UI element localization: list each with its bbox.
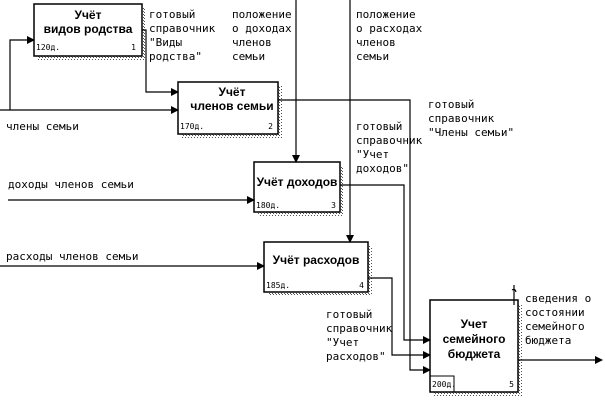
box-income[interactable]: Учёт доходов 180д. 3 [253, 161, 344, 216]
box-family-budget[interactable]: Учет семейного бюджета 200д. 5 [429, 299, 522, 396]
label-ref-expense: готовый справочник "Учет расходов" [326, 308, 393, 363]
arrow-ref-kinds[interactable] [142, 29, 179, 96]
label-line: справочник [428, 112, 495, 125]
label-line: семьи [356, 50, 389, 63]
box-family-members[interactable]: Учёт членов семьи 170д. 2 [177, 81, 282, 138]
label-line: бюджета [525, 334, 571, 347]
label-line: справочник [356, 134, 423, 147]
box-number: 1 [131, 43, 136, 52]
arrow-feedback-box1[interactable] [9, 36, 35, 110]
box-cost: 200д. [432, 380, 456, 389]
label-line: "Учет [356, 148, 389, 161]
label-line: "Учет [326, 336, 359, 349]
label-line: справочник [326, 322, 393, 335]
label-line: справочник [149, 22, 216, 35]
label-line: положение [232, 8, 292, 21]
label-line: сведения о [525, 292, 591, 305]
box-title-line: Учёт расходов [273, 253, 360, 267]
label-line: готовый [356, 120, 402, 133]
arrow-squiggle [511, 285, 517, 305]
box-kinds-of-kinship[interactable]: Учёт видов родства 120д. 1 [33, 3, 146, 60]
box-title-line: семейного [443, 332, 506, 346]
box-title-line: Учёт [219, 85, 246, 99]
label-line: доходов" [356, 162, 409, 175]
label-ref-income: готовый справочник "Учет доходов" [356, 120, 423, 175]
box-cost: 120д. [36, 43, 60, 52]
label-member-income: доходы членов семьи [8, 178, 134, 191]
label-line: о расходах [356, 22, 423, 35]
arrow-ref-expense[interactable] [368, 277, 431, 359]
box-title-line: членов семьи [190, 99, 273, 113]
label-member-expense: расходы членов семьи [6, 250, 138, 263]
label-line: семьи [232, 50, 265, 63]
box-expenses[interactable]: Учёт расходов 185д. 4 [263, 241, 372, 296]
label-line: состоянии [525, 306, 585, 319]
label-line: "Члены семьи" [428, 126, 514, 139]
box-title-line: видов родства [44, 22, 133, 36]
arrows [0, 0, 603, 374]
label-budget-info: сведения о состоянии семейного бюджета [525, 292, 591, 347]
label-line: готовый [428, 98, 474, 111]
label-line: семейного [525, 320, 585, 333]
arrow-ref-income[interactable] [340, 184, 431, 344]
box-number: 5 [509, 380, 514, 389]
box-title-line: Учёт [75, 8, 102, 22]
label-line: доходы членов семьи [8, 178, 134, 191]
box-cost: 170д. [180, 122, 204, 131]
label-ref-kinds: готовый справочник "Виды родства" [149, 8, 216, 63]
label-family-members: члены семьи [6, 120, 79, 133]
label-line: родства" [149, 50, 202, 63]
box-cost: 185д. [266, 281, 290, 290]
box-title-line: Учет [461, 317, 488, 331]
label-line: расходов" [326, 350, 386, 363]
label-line: расходы членов семьи [6, 250, 138, 263]
label-line: членов [232, 36, 272, 49]
label-ref-members: готовый справочник "Члены семьи" [428, 98, 514, 139]
arrow-ref-members[interactable] [278, 99, 431, 374]
label-line: "Виды [149, 36, 182, 49]
label-income-info: положение о доходах членов семьи [232, 8, 292, 63]
label-expense-info: положение о расходах членов семьи [356, 8, 423, 63]
label-line: готовый [326, 308, 372, 321]
box-title-line: бюджета [448, 347, 501, 361]
box-title-line: Учёт доходов [257, 175, 338, 189]
label-line: о доходах [232, 22, 292, 35]
label-line: положение [356, 8, 416, 21]
label-line: члены семьи [6, 120, 79, 133]
box-cost: 180д. [256, 201, 280, 210]
label-line: готовый [149, 8, 195, 21]
box-number: 4 [359, 281, 364, 290]
box-number: 3 [331, 201, 336, 210]
label-line: членов [356, 36, 396, 49]
box-number: 2 [268, 122, 273, 131]
